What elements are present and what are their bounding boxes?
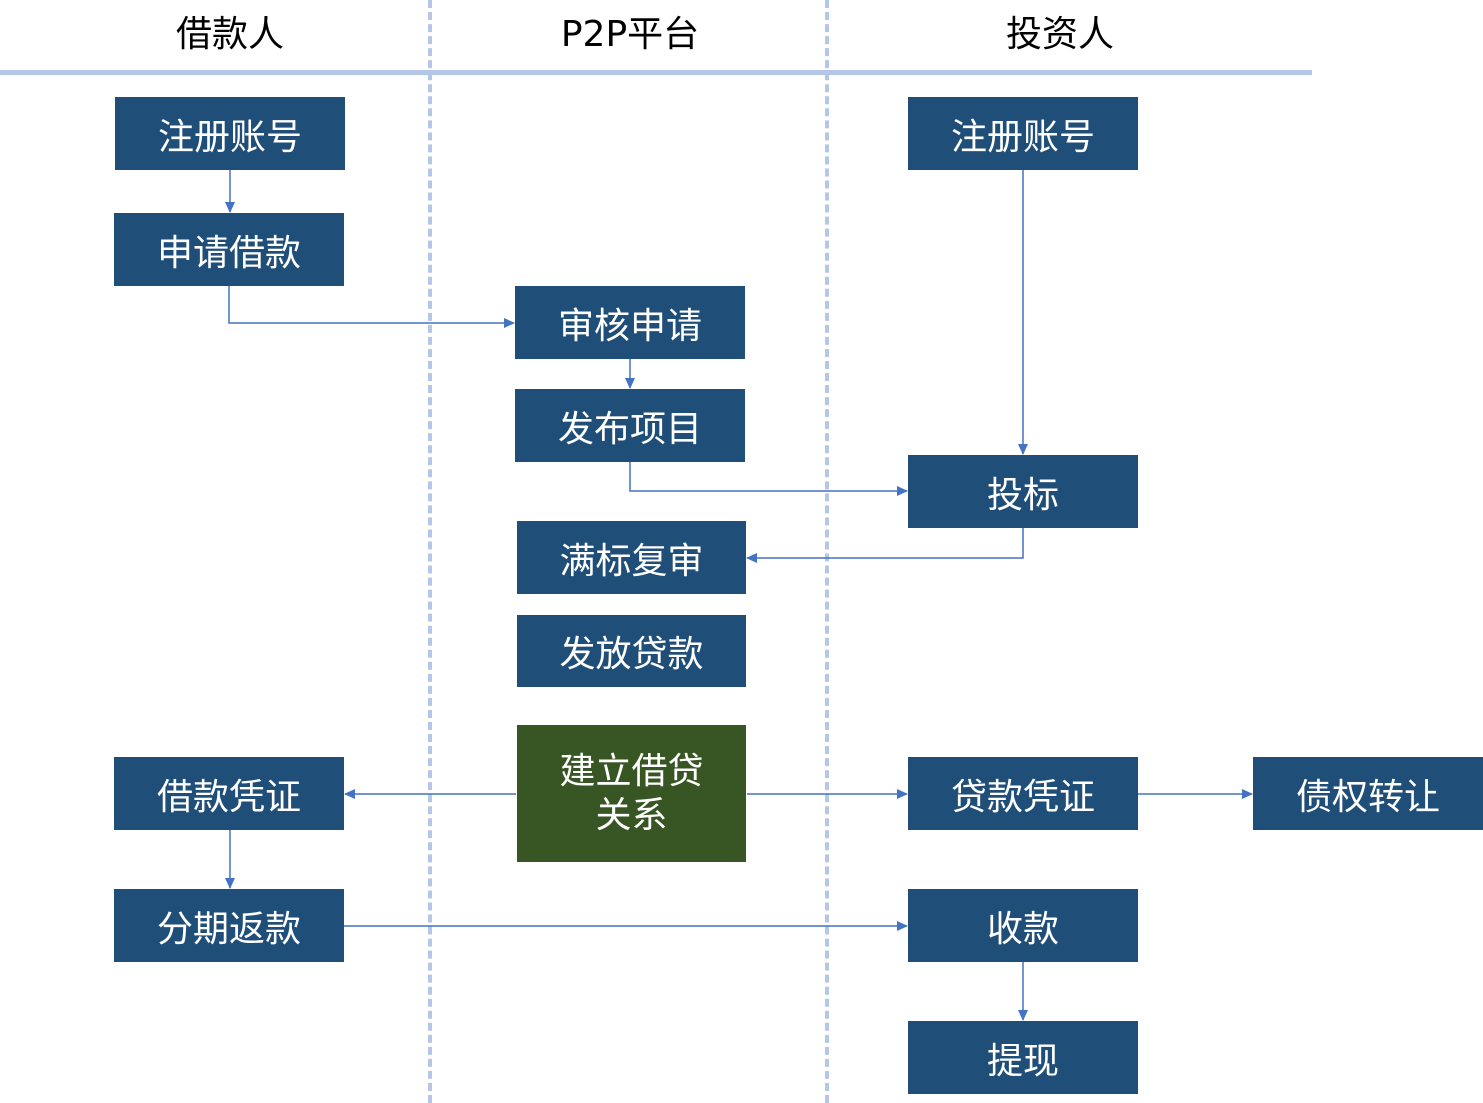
node-installment-repay: 分期返款 (114, 889, 344, 962)
node-borrower-register: 注册账号 (115, 97, 345, 170)
node-receive-payment: 收款 (908, 889, 1138, 962)
lane-divider-right (825, 0, 829, 1103)
lane-title-platform: P2P平台 (560, 14, 700, 55)
node-full-bid-review: 满标复审 (517, 521, 746, 594)
node-review-application: 审核申请 (515, 286, 745, 359)
edge-bid-to-full-review (746, 528, 1024, 563)
lane-title-borrower: 借款人 (175, 14, 284, 55)
node-establish-relation: 建立借贷关系 (517, 725, 746, 862)
node-bid: 投标 (908, 455, 1138, 528)
lane-title-investor: 投资人 (1005, 14, 1114, 55)
node-investor-register: 注册账号 (908, 97, 1138, 170)
node-disburse-loan: 发放贷款 (517, 615, 746, 687)
node-apply-loan: 申请借款 (114, 213, 344, 286)
node-publish-project: 发布项目 (515, 389, 745, 462)
node-withdraw: 提现 (908, 1021, 1138, 1094)
node-borrow-voucher: 借款凭证 (114, 757, 344, 830)
header-rule (0, 70, 1312, 75)
lane-divider-left (428, 0, 432, 1103)
node-debt-transfer: 债权转让 (1253, 757, 1483, 830)
node-loan-voucher: 贷款凭证 (908, 757, 1138, 830)
edge-publish-to-bid (629, 462, 908, 496)
edge-apply-to-review (228, 286, 515, 328)
